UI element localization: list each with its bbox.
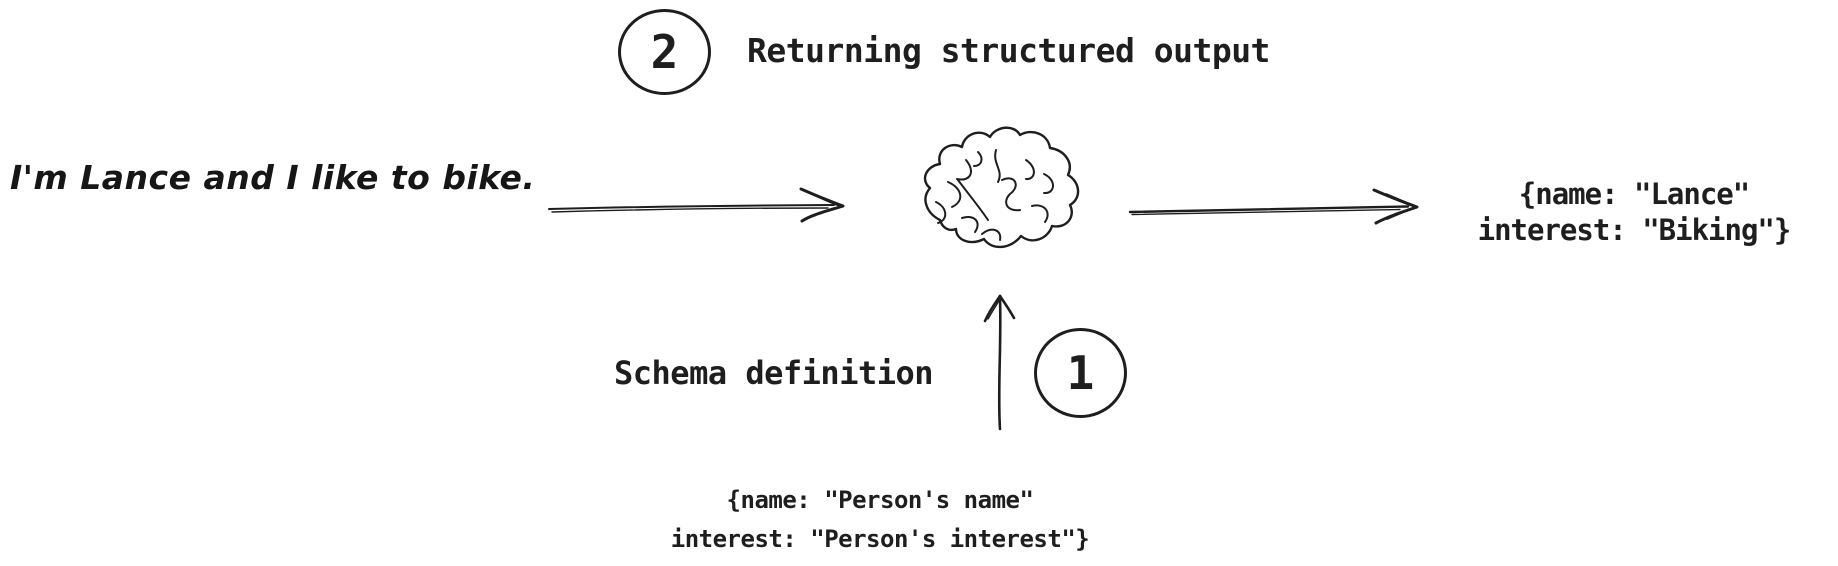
- brain-icon: [923, 126, 1080, 249]
- structured-output-code: {name: "Lance" interest: "Biking"}: [1430, 176, 1838, 248]
- input-sentence: I'm Lance and I like to bike.: [10, 158, 536, 197]
- step-2-number: 2: [650, 25, 679, 79]
- arrow-right-icon: [548, 187, 845, 223]
- arrow-right-icon: [1128, 188, 1419, 225]
- step-2-badge: 2: [618, 9, 711, 95]
- output-line-2: interest: "Biking"}: [1477, 213, 1792, 247]
- diagram-title: Returning structured output: [747, 31, 1270, 70]
- output-line-1: {name: "Lance": [1518, 177, 1750, 211]
- schema-definition-label: Schema definition: [614, 354, 934, 392]
- schema-line-1: {name: "Person's name": [726, 486, 1034, 514]
- schema-line-2: interest: "Person's interest"}: [670, 525, 1090, 553]
- step-1-number: 1: [1066, 346, 1095, 400]
- step-1-badge: 1: [1034, 328, 1127, 418]
- arrow-up-icon: [983, 294, 1016, 431]
- schema-code: {name: "Person's name" interest: "Person…: [570, 481, 1190, 559]
